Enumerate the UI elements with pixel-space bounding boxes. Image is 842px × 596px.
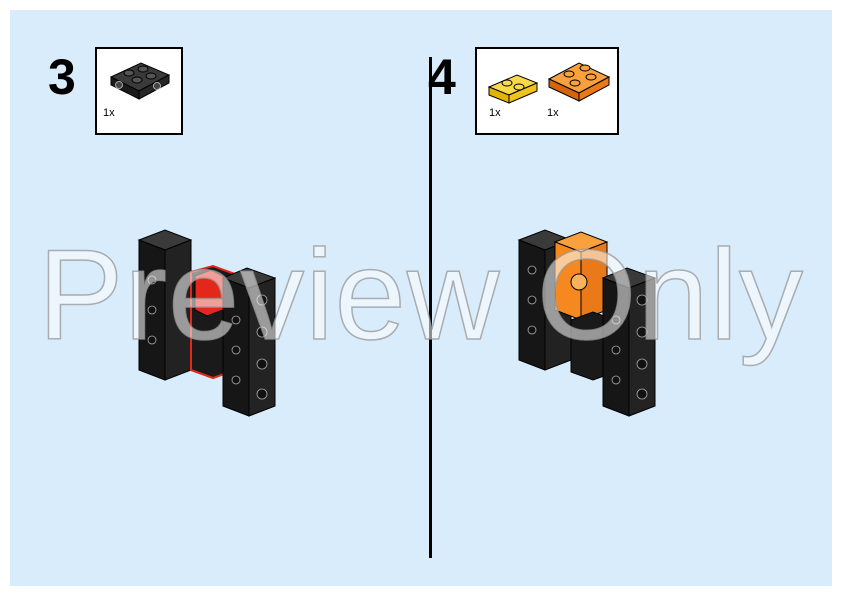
step-3-part-1-qty: 1x bbox=[103, 107, 115, 119]
step-3-number: 3 bbox=[48, 49, 76, 105]
step-4-parts-box: 1x 1x bbox=[475, 47, 619, 135]
step-4-part-1-qty: 1x bbox=[489, 107, 501, 119]
step-divider bbox=[429, 57, 432, 558]
step-3-parts-box: 1x bbox=[95, 47, 183, 135]
instruction-page: 3 1x bbox=[10, 10, 832, 586]
step-4-number: 4 bbox=[428, 49, 456, 105]
step-4-part-2-qty: 1x bbox=[547, 107, 559, 119]
yellow-plate-1x2-icon bbox=[487, 74, 539, 104]
orange-plate-2x2-icon bbox=[547, 62, 611, 102]
step-4-build-model bbox=[517, 229, 657, 417]
black-plate-with-clips-icon bbox=[109, 62, 171, 100]
step-3-build-model bbox=[137, 229, 277, 417]
